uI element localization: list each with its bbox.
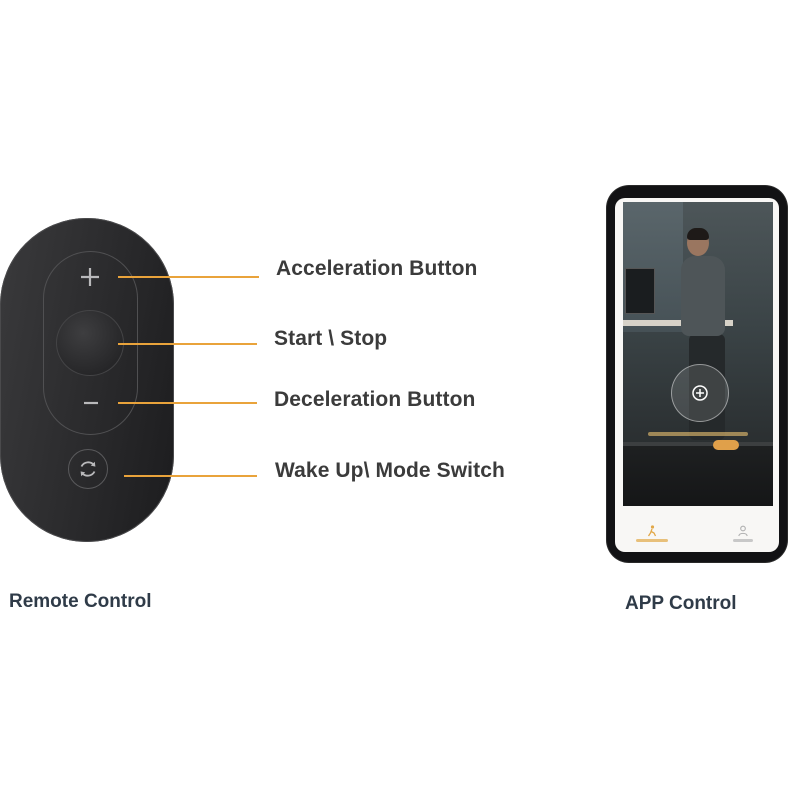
wake-mode-switch-icon <box>80 461 96 477</box>
app-control-caption: APP Control <box>625 593 737 614</box>
start-stop-label: Start \ Stop <box>274 327 388 350</box>
person-torso <box>681 256 725 336</box>
person-icon[interactable] <box>737 525 749 537</box>
start-stop-button[interactable] <box>56 310 124 376</box>
app-hint-text <box>648 432 748 436</box>
desk-monitor <box>625 268 655 314</box>
standing-desk <box>623 320 733 326</box>
walking-pad <box>623 446 773 506</box>
wake-mode-switch-button[interactable] <box>68 449 108 489</box>
wake-mode-leader-line <box>124 475 257 477</box>
wake-mode-switch-label: Wake Up\ Mode Switch <box>275 459 505 482</box>
remote-control-caption: Remote Control <box>9 591 152 612</box>
plus-icon[interactable] <box>77 264 103 290</box>
tab-home-label[interactable] <box>636 539 668 542</box>
deceleration-button-label: Deceleration Button <box>274 388 476 411</box>
treadmill-edge <box>623 442 773 446</box>
sneaker <box>713 440 739 450</box>
person-hair <box>687 228 709 240</box>
minus-icon[interactable] <box>79 393 103 413</box>
acceleration-leader-line <box>118 276 259 278</box>
tab-me-label[interactable] <box>733 539 753 542</box>
start-plus-icon <box>692 385 708 401</box>
app-hero-image <box>623 202 773 506</box>
start-stop-leader-line <box>118 343 257 345</box>
acceleration-button-label: Acceleration Button <box>276 257 478 280</box>
deceleration-leader-line <box>118 402 257 404</box>
walking-icon[interactable] <box>646 525 658 537</box>
